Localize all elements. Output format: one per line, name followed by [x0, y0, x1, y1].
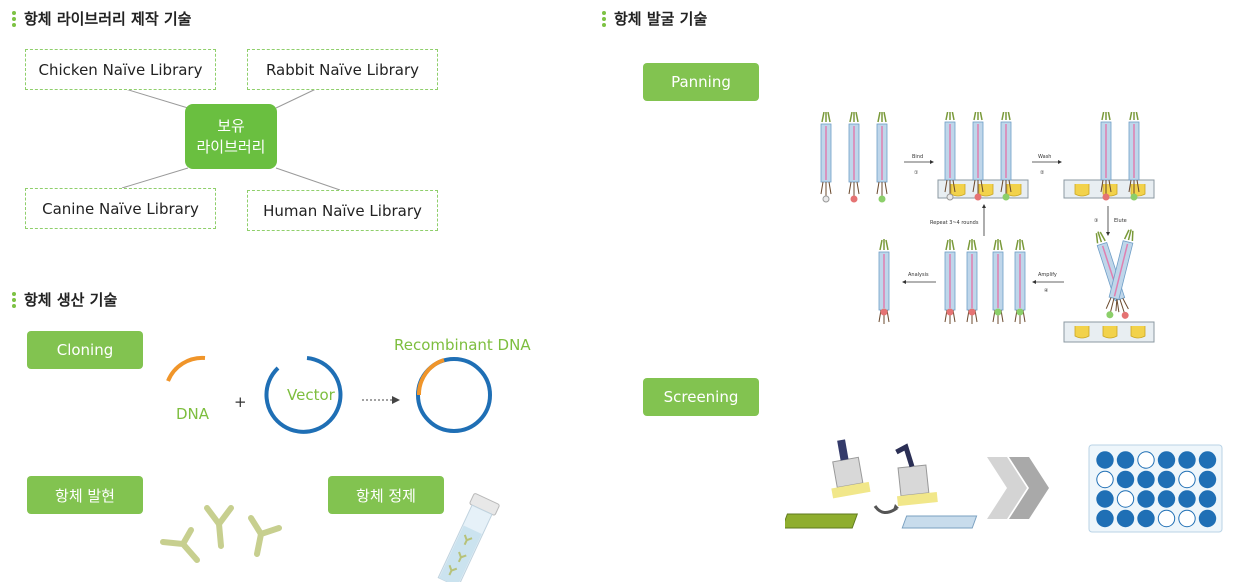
elute-label: Elute [1114, 218, 1127, 224]
plate-well [1198, 470, 1217, 489]
purification-tube-icon [437, 493, 500, 582]
plate-well [1137, 490, 1155, 508]
bullet-dots-icon [12, 10, 16, 27]
antibody-shapes-icon [160, 505, 282, 563]
library-box-rabbit: Rabbit Naïve Library [247, 49, 438, 90]
plate-well [1137, 451, 1155, 469]
plate-well [1198, 509, 1217, 528]
plate-well [1116, 451, 1135, 469]
screening-label: Screening [663, 388, 739, 406]
step1-label: ① [914, 170, 919, 176]
step3-label: ③ [1094, 218, 1098, 224]
library-label: Canine Naïve Library [42, 199, 199, 218]
owned-library-line1: 보유 [217, 117, 245, 136]
antibody-expression-label: 항체 발현 [55, 486, 115, 505]
dna-arc-icon [166, 355, 206, 382]
panning-button[interactable]: Panning [643, 63, 759, 101]
recombinant-dna-label: Recombinant DNA [394, 336, 531, 354]
antibody-purification-button[interactable]: 항체 정제 [328, 476, 444, 514]
screening-pipette-illustration [785, 439, 978, 529]
plate-well [1096, 509, 1114, 528]
plate-well [1096, 470, 1114, 489]
cloning-label: Cloning [56, 341, 114, 359]
amplify-label: Amplify [1038, 272, 1057, 278]
panning-label: Panning [671, 73, 731, 91]
plate-well [1178, 490, 1196, 508]
library-label: Chicken Naïve Library [38, 60, 203, 79]
plate-well [1157, 451, 1176, 469]
plate-well [1096, 490, 1114, 508]
production-section-title: 항체 생산 기술 [12, 289, 117, 310]
bullet-dots-icon [602, 10, 606, 27]
plate-well [1178, 509, 1196, 528]
discovery-title-text: 항체 발굴 기술 [614, 10, 708, 28]
plate-well [1157, 490, 1176, 508]
step2-label: ② [1040, 170, 1045, 176]
panning-cycle-diagram: Bind ① Wash ② ③ Elute Amplify ④ Repeat 3… [820, 112, 1155, 343]
plate-well [1096, 451, 1114, 469]
plate-well [1137, 509, 1155, 528]
plate-well [1178, 470, 1196, 489]
vector-circle-icon [264, 356, 343, 434]
discovery-section-title: 항체 발굴 기술 [602, 8, 707, 29]
plate-well [1178, 451, 1196, 469]
plate-well [1116, 509, 1135, 528]
bullet-dots-icon [12, 291, 16, 308]
plate-well [1116, 470, 1135, 489]
screening-plate-icon [1088, 444, 1223, 533]
plus-sign: + [234, 393, 247, 411]
repeat-label: Repeat 3~4 rounds [930, 220, 979, 226]
library-title-text: 항체 라이브러리 제작 기술 [24, 10, 192, 28]
bind-label: Bind [912, 154, 923, 160]
cloning-button[interactable]: Cloning [27, 331, 143, 369]
plate-well [1137, 470, 1155, 489]
vector-label: Vector [287, 386, 335, 404]
chevron-right-icon [987, 457, 1049, 519]
cloning-diagram [166, 355, 492, 434]
plate-well [1116, 490, 1135, 508]
library-label: Rabbit Naïve Library [265, 60, 420, 79]
plate-well [1198, 490, 1217, 508]
screening-button[interactable]: Screening [643, 378, 759, 416]
production-title-text: 항체 생산 기술 [24, 291, 118, 309]
plate-well [1157, 509, 1176, 528]
antibody-purification-label: 항체 정제 [356, 486, 416, 505]
wash-label: Wash [1038, 154, 1051, 160]
plate-well [1198, 451, 1217, 469]
owned-library-node: 보유 라이브러리 [185, 104, 277, 169]
library-connector-lines [121, 87, 341, 191]
dna-label: DNA [176, 405, 210, 423]
owned-library-line2: 라이브러리 [196, 137, 266, 156]
step4-label: ④ [1044, 288, 1049, 294]
analysis-label: Analysis [908, 272, 929, 278]
library-box-canine: Canine Naïve Library [25, 188, 216, 229]
library-box-chicken: Chicken Naïve Library [25, 49, 216, 90]
antibody-expression-button[interactable]: 항체 발현 [27, 476, 143, 514]
plate-well [1157, 470, 1176, 489]
library-box-human: Human Naïve Library [247, 190, 438, 231]
library-section-title: 항체 라이브러리 제작 기술 [12, 8, 191, 29]
library-label: Human Naïve Library [263, 201, 422, 220]
